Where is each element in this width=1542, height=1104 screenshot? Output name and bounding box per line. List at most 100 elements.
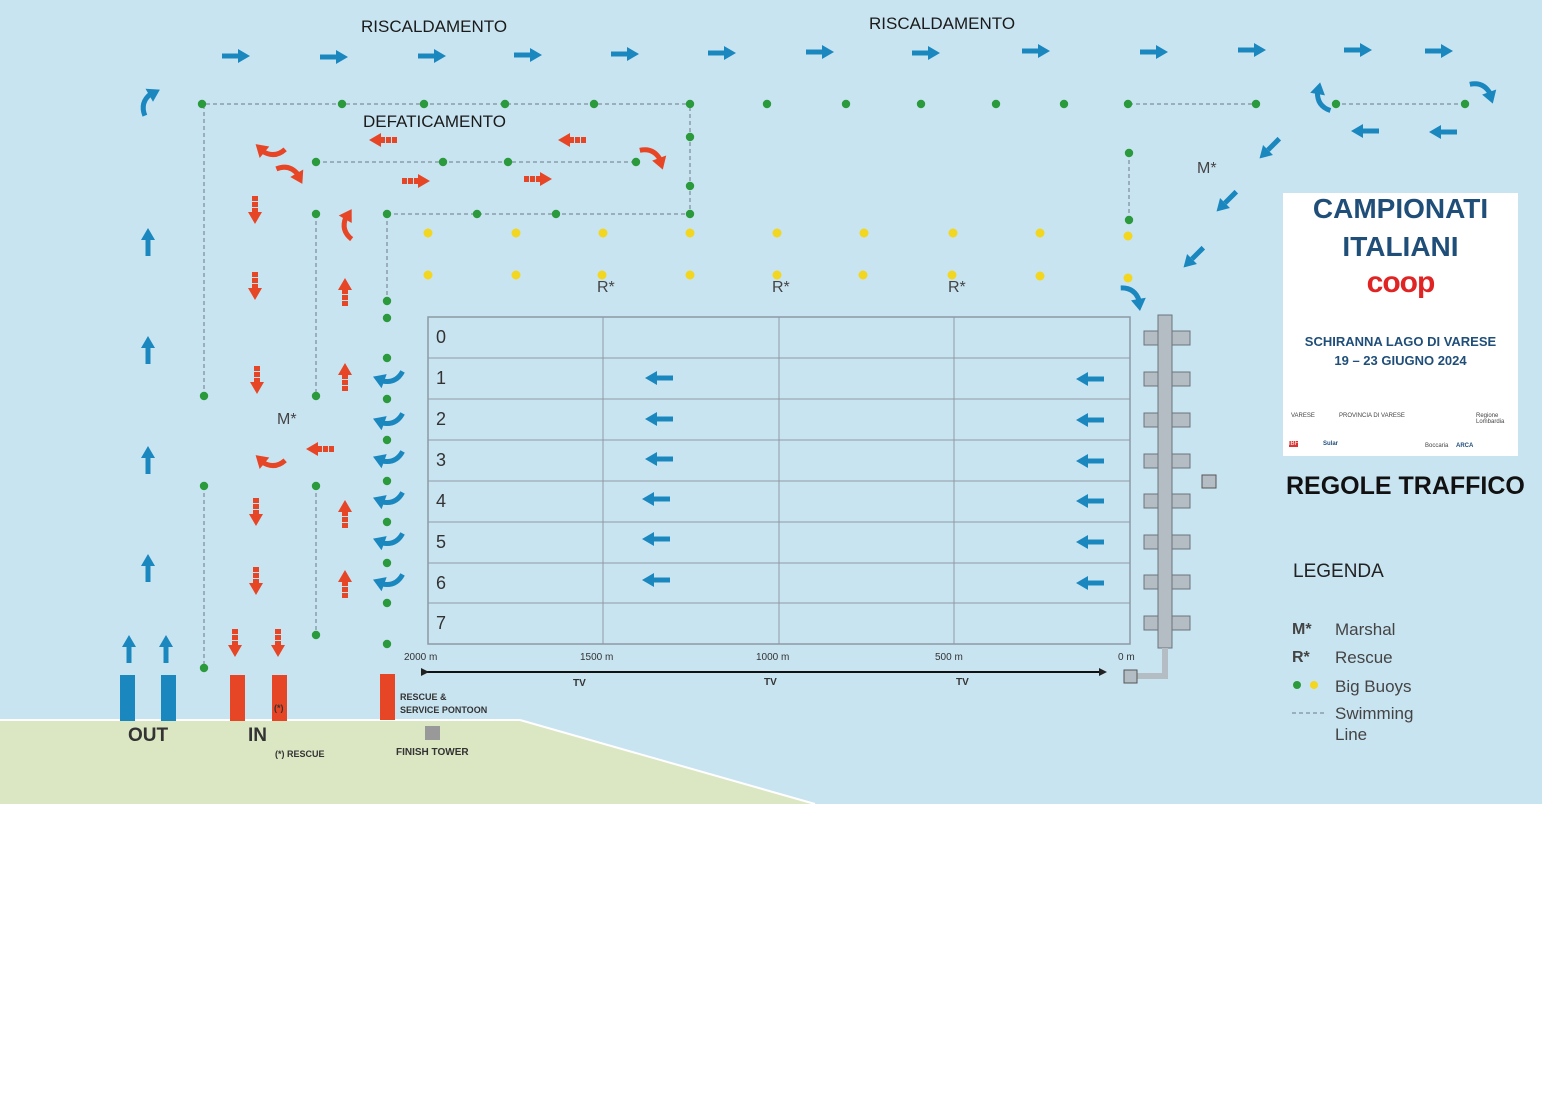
green-buoy bbox=[382, 476, 392, 486]
pontoon-block bbox=[1171, 412, 1191, 428]
red-curved-arrow-head bbox=[290, 169, 304, 184]
pontoon-block bbox=[1171, 453, 1191, 469]
green-buoy bbox=[685, 99, 695, 109]
tv-label: TV bbox=[764, 677, 777, 688]
blue-arrow-shaft bbox=[1088, 458, 1104, 464]
blue-arrow-shaft bbox=[418, 53, 434, 59]
red-arrow bbox=[338, 363, 352, 391]
red-arrow-segment bbox=[252, 284, 258, 289]
blue-arrow-head bbox=[1156, 45, 1168, 59]
in-label: IN bbox=[248, 725, 267, 746]
blue-curved-arrow bbox=[1469, 81, 1497, 104]
red-arrow-head bbox=[540, 172, 552, 186]
blue-arrow-head bbox=[159, 635, 173, 647]
red-curved-arrow-head bbox=[338, 209, 352, 223]
warmup-label-right: RISCALDAMENTO bbox=[869, 14, 1016, 33]
blue-arrow bbox=[141, 228, 155, 256]
coop-logo: coop bbox=[1366, 266, 1436, 299]
blue-arrow-head bbox=[1038, 44, 1050, 58]
pontoon-block bbox=[1143, 615, 1159, 631]
shore-land bbox=[0, 720, 815, 804]
blue-arrow-shaft bbox=[654, 536, 670, 542]
pontoon-block bbox=[1171, 534, 1191, 550]
red-arrow-segment bbox=[254, 372, 260, 377]
blue-arrow bbox=[1344, 43, 1372, 57]
green-buoy bbox=[382, 435, 392, 445]
blue-arrow-shaft bbox=[654, 496, 670, 502]
red-arrow bbox=[338, 278, 352, 306]
blue-arrow bbox=[642, 492, 670, 506]
start-pontoon bbox=[1123, 314, 1217, 684]
yellow-buoy bbox=[859, 228, 869, 238]
green-buoy bbox=[503, 157, 513, 167]
blue-curved-arrow-curve bbox=[381, 450, 405, 464]
red-arrow-segment bbox=[342, 523, 348, 528]
out-label: OUT bbox=[128, 725, 169, 746]
pontoon-block bbox=[1143, 534, 1159, 550]
red-arrow-segment bbox=[380, 137, 385, 143]
sponsor-logo: IBF bbox=[1289, 441, 1299, 447]
blue-arrow-shaft bbox=[611, 51, 627, 57]
red-arrow-segment bbox=[342, 301, 348, 306]
red-arrow-segment bbox=[342, 581, 348, 586]
red-curved-arrow bbox=[255, 455, 287, 469]
red-arrow bbox=[524, 172, 552, 186]
blue-arrow-head bbox=[1076, 494, 1088, 508]
red-curved-arrow-head bbox=[255, 455, 270, 469]
green-buoy bbox=[472, 209, 482, 219]
green-buoy bbox=[1124, 215, 1134, 225]
yellow-buoy bbox=[598, 228, 608, 238]
blue-arrow bbox=[1076, 413, 1104, 427]
yellow-buoy bbox=[948, 228, 958, 238]
green-buoy bbox=[337, 99, 347, 109]
blue-arrow bbox=[642, 532, 670, 546]
green-buoy bbox=[197, 99, 207, 109]
blue-arrow-shaft bbox=[657, 416, 673, 422]
sponsor-logo: Sular bbox=[1323, 441, 1339, 447]
blue-curved-arrow-head bbox=[373, 536, 387, 551]
red-arrow-head bbox=[338, 278, 352, 290]
red-arrow-segment bbox=[253, 510, 259, 515]
blue-arrow bbox=[320, 50, 348, 64]
green-buoy bbox=[382, 353, 392, 363]
green-buoy bbox=[685, 132, 695, 142]
red-curved-arrow bbox=[275, 164, 304, 184]
green-buoy bbox=[841, 99, 851, 109]
blue-arrow-head bbox=[1259, 145, 1273, 159]
red-curved-arrow-curve bbox=[341, 216, 354, 242]
blue-arrow bbox=[1140, 45, 1168, 59]
rescue-note: (*) RESCUE bbox=[275, 749, 325, 759]
red-arrow-segment bbox=[253, 567, 259, 572]
red-arrow-segment bbox=[253, 573, 259, 578]
green-buoy bbox=[382, 209, 392, 219]
blue-curved-arrow-head bbox=[373, 374, 387, 389]
blue-arrow-shaft bbox=[145, 240, 151, 256]
lane-number: 1 bbox=[436, 368, 447, 388]
red-arrow-segment bbox=[342, 380, 348, 385]
blue-curved-arrow bbox=[373, 573, 405, 592]
blue-arrow-shaft bbox=[708, 50, 724, 56]
blue-arrow-shaft bbox=[145, 348, 151, 364]
sponsor-logo: ARCA bbox=[1456, 443, 1474, 449]
red-arrow-segment bbox=[253, 504, 259, 509]
blue-arrow-head bbox=[645, 412, 657, 426]
red-arrow-segment bbox=[252, 278, 258, 283]
red-arrow-head bbox=[228, 645, 242, 657]
pontoon-blocks bbox=[1143, 330, 1191, 631]
blue-arrow-shaft bbox=[1190, 245, 1206, 261]
pontoon-block bbox=[1143, 371, 1159, 387]
red-arrow bbox=[250, 366, 264, 394]
green-buoy bbox=[382, 394, 392, 404]
blue-arrow bbox=[1022, 44, 1050, 58]
tv-label: TV bbox=[573, 678, 586, 689]
blue-arrow bbox=[1216, 189, 1239, 212]
finish-tower-label: FINISH TOWER bbox=[396, 747, 469, 758]
red-arrow-segment bbox=[408, 178, 413, 184]
red-arrow-segment bbox=[581, 137, 586, 143]
red-arrow-head bbox=[250, 382, 264, 394]
red-arrow-segment bbox=[275, 635, 281, 640]
rescue-marker: R* bbox=[948, 279, 966, 296]
green-buoy bbox=[685, 181, 695, 191]
blue-arrow bbox=[1259, 136, 1282, 159]
yellow-buoy bbox=[1035, 228, 1045, 238]
